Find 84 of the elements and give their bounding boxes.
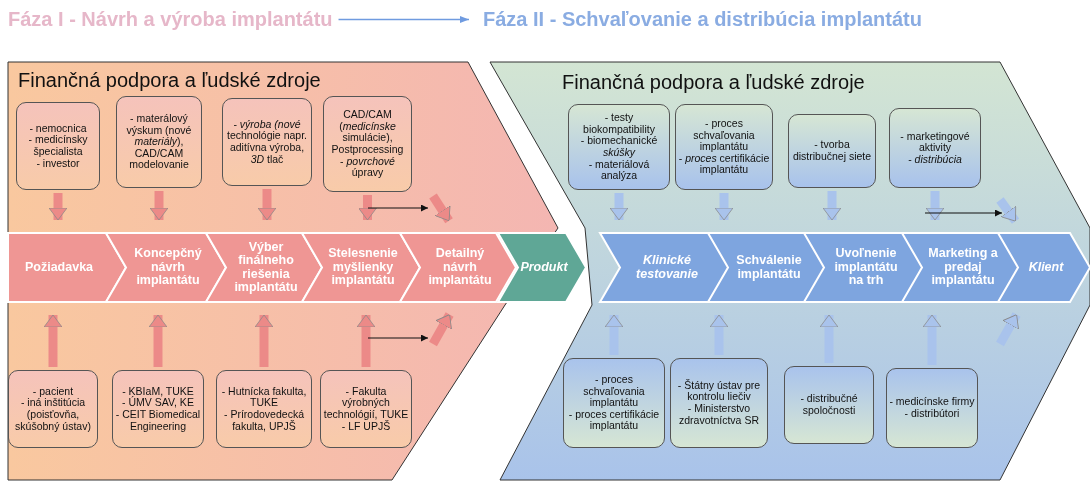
step-label: Detailný návrh implantátu	[427, 247, 493, 288]
block-arrow	[928, 191, 942, 221]
box-text: - materálový výskum (nové materiály), CAD/CAM modelovanie	[125, 113, 193, 171]
box-text: - ÚMV SAV, KE	[122, 397, 194, 409]
block-arrow	[712, 314, 726, 355]
step-label: Schválenie implantátu	[735, 254, 803, 281]
arrow	[337, 16, 470, 23]
block-arrow	[996, 312, 1021, 347]
block-arrow	[612, 193, 626, 221]
box-text: - medicínske firmy	[889, 396, 975, 408]
step-label: Marketing a predaj implantátu	[927, 247, 999, 288]
info-box	[788, 114, 876, 188]
info-box	[670, 358, 768, 448]
phase-title: Fáza I - Návrh a výroba implantátu	[8, 8, 333, 31]
phase-title: Fáza II - Schvaľovanie a distribúcia implantátu	[483, 8, 922, 31]
step-label: Stelesnenie myšlienky implantátu	[327, 247, 399, 288]
box-text: - Fakulta výrobných technológií, TUKE	[323, 385, 409, 420]
box-text: - distribúcia	[908, 153, 962, 166]
step-label: Požiadavka	[24, 260, 94, 275]
step-label: Klinické testovanie	[635, 254, 699, 281]
box-text: - LF UPJŠ	[341, 420, 391, 433]
block-arrow	[151, 314, 165, 367]
block-arrow	[51, 193, 65, 221]
box-text: - KBIaM, TUKE	[122, 385, 194, 398]
box-text: - výroba (nové technológie napr. aditívna výroba, 3D tlač	[226, 118, 308, 166]
block-arrow	[925, 314, 939, 365]
info-box	[675, 104, 773, 190]
box-text: - povrchové úpravy	[340, 155, 395, 179]
box-text: - proces certifikácie implantátu	[678, 152, 770, 176]
box-text: - CEIT Biomedical Engineering	[115, 409, 201, 433]
block-arrow	[359, 314, 373, 367]
block-arrow	[257, 314, 271, 367]
box-text: - materiálová analýza	[587, 158, 651, 182]
info-box	[323, 96, 412, 192]
block-arrow	[717, 193, 731, 221]
box-text: - biomechanické skúšky	[579, 135, 659, 159]
info-box	[568, 104, 670, 190]
box-text: - tvorba distribučnej siete	[791, 139, 873, 163]
block-arrow	[822, 314, 836, 363]
box-text: - investor	[36, 157, 80, 170]
block-arrow	[429, 193, 453, 224]
box-text: - Prírodovedecká fakulta, UPJŠ	[223, 409, 305, 433]
info-box	[784, 366, 874, 444]
box-text: - Hutnícka fakulta, TUKE	[220, 385, 308, 409]
panel-heading: Finančná podpora a ľudské zdroje	[18, 69, 321, 92]
fishbone-panel	[490, 62, 1090, 480]
info-box	[8, 370, 98, 448]
block-arrow	[607, 314, 621, 355]
box-text: - proces schvaľovania implantátu	[582, 374, 646, 409]
block-arrow	[429, 312, 454, 347]
box-text: - Štátny ústav pre kontrolu liečiv	[676, 379, 762, 403]
box-text: - proces certifikácie implantátu	[567, 408, 661, 432]
chevron-step	[8, 233, 126, 302]
panel-heading: Finančná podpora a ľudské zdroje	[562, 71, 865, 94]
info-box	[216, 370, 312, 448]
box-text: - medicínsky špecialista	[27, 134, 89, 158]
box-text: - pacient	[32, 385, 74, 398]
info-box	[16, 102, 100, 190]
info-box	[112, 370, 204, 448]
step-label: Koncepčný návrh implantátu	[133, 247, 203, 288]
info-box	[563, 358, 665, 448]
block-arrow	[825, 191, 839, 221]
box-text: - testy biokompatibility	[582, 112, 656, 136]
block-arrow	[361, 195, 374, 221]
chevron-step	[498, 233, 586, 302]
info-box	[320, 370, 412, 448]
box-text: - distribučné spoločnosti	[799, 393, 859, 417]
block-arrow	[996, 197, 1020, 224]
chevron-step	[998, 233, 1090, 302]
info-box	[222, 98, 312, 186]
box-text: - iná inštitúcia (poisťovňa, skúšobný ústav)	[14, 397, 92, 433]
info-box	[886, 368, 978, 448]
info-box	[889, 108, 981, 188]
box-text: - distribútori	[904, 408, 960, 420]
box-text: - nemocnica	[29, 122, 87, 135]
step-label: Výber finálneho riešenia implantátu	[233, 240, 299, 295]
info-box	[116, 96, 202, 188]
step-label: Klient	[1028, 260, 1064, 275]
block-arrow	[46, 314, 60, 367]
block-arrow	[152, 191, 166, 221]
box-text: - Ministerstvo zdravotníctva SR	[678, 403, 760, 427]
block-arrow	[260, 189, 274, 221]
step-label: Uvoľnenie implantátu na trh	[833, 247, 899, 288]
step-label: Produkt	[520, 260, 568, 275]
